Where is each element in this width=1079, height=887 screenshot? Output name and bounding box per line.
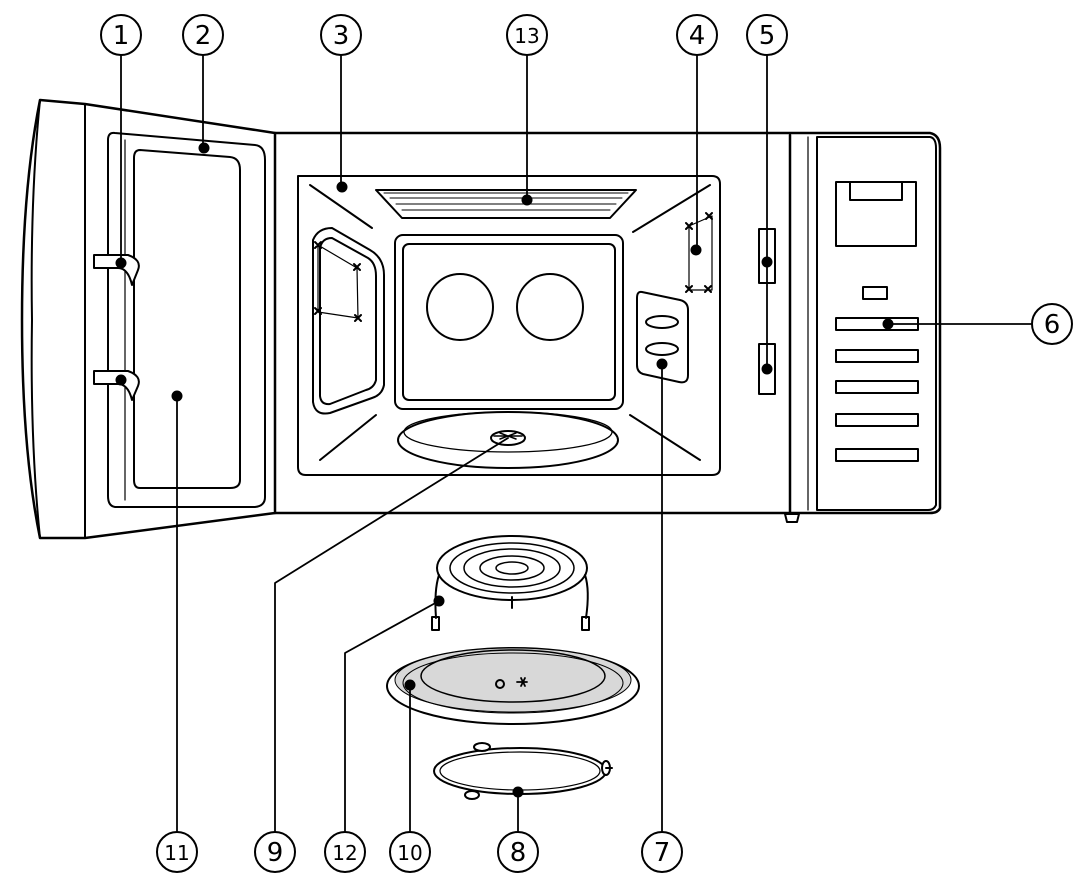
cavity-left-window — [312, 227, 385, 415]
callout-3: 3 — [320, 14, 362, 56]
cavity-back-wall — [394, 234, 624, 410]
callout-11: 11 — [156, 831, 198, 873]
door — [20, 98, 277, 540]
svg-text:5: 5 — [759, 21, 776, 51]
callout-1: 1 — [100, 14, 142, 56]
callout-6: 6 — [1031, 303, 1073, 345]
svg-text:3: 3 — [333, 21, 350, 51]
callout-13: 13 — [506, 14, 548, 56]
svg-text:11: 11 — [164, 841, 189, 865]
door-latch-upper — [93, 254, 140, 286]
callout-10: 10 — [389, 831, 431, 873]
callout-5: 5 — [746, 14, 788, 56]
svg-text:12: 12 — [332, 841, 357, 865]
grill-rack — [431, 535, 590, 631]
svg-text:1: 1 — [113, 21, 130, 51]
callouts: 1 2 3 13 4 5 6 11 9 12 10 8 7 — [100, 14, 1073, 873]
oven-body — [273, 131, 942, 515]
cavity-right-panel — [685, 212, 713, 293]
svg-text:2: 2 — [195, 21, 212, 51]
callout-9: 9 — [254, 831, 296, 873]
grill-heater — [375, 189, 637, 219]
roller-ring — [433, 742, 613, 800]
svg-text:4: 4 — [689, 21, 706, 51]
svg-text:8: 8 — [510, 838, 527, 868]
glass-tray — [386, 647, 640, 725]
svg-text:9: 9 — [267, 838, 284, 868]
callout-4: 4 — [676, 14, 718, 56]
door-latch-lower — [93, 370, 140, 401]
svg-text:6: 6 — [1044, 310, 1061, 340]
cavity-top-dot — [336, 181, 348, 193]
callout-7: 7 — [641, 831, 683, 873]
control-panel — [784, 133, 937, 523]
callout-2: 2 — [182, 14, 224, 56]
callout-12: 12 — [324, 831, 366, 873]
turntable-shaft-area — [397, 411, 619, 469]
svg-text:13: 13 — [514, 24, 539, 48]
svg-text:7: 7 — [654, 838, 671, 868]
door-seal-dot — [198, 142, 210, 154]
callout-8: 8 — [497, 831, 539, 873]
leader-lines — [120, 54, 1033, 834]
svg-text:10: 10 — [397, 841, 422, 865]
